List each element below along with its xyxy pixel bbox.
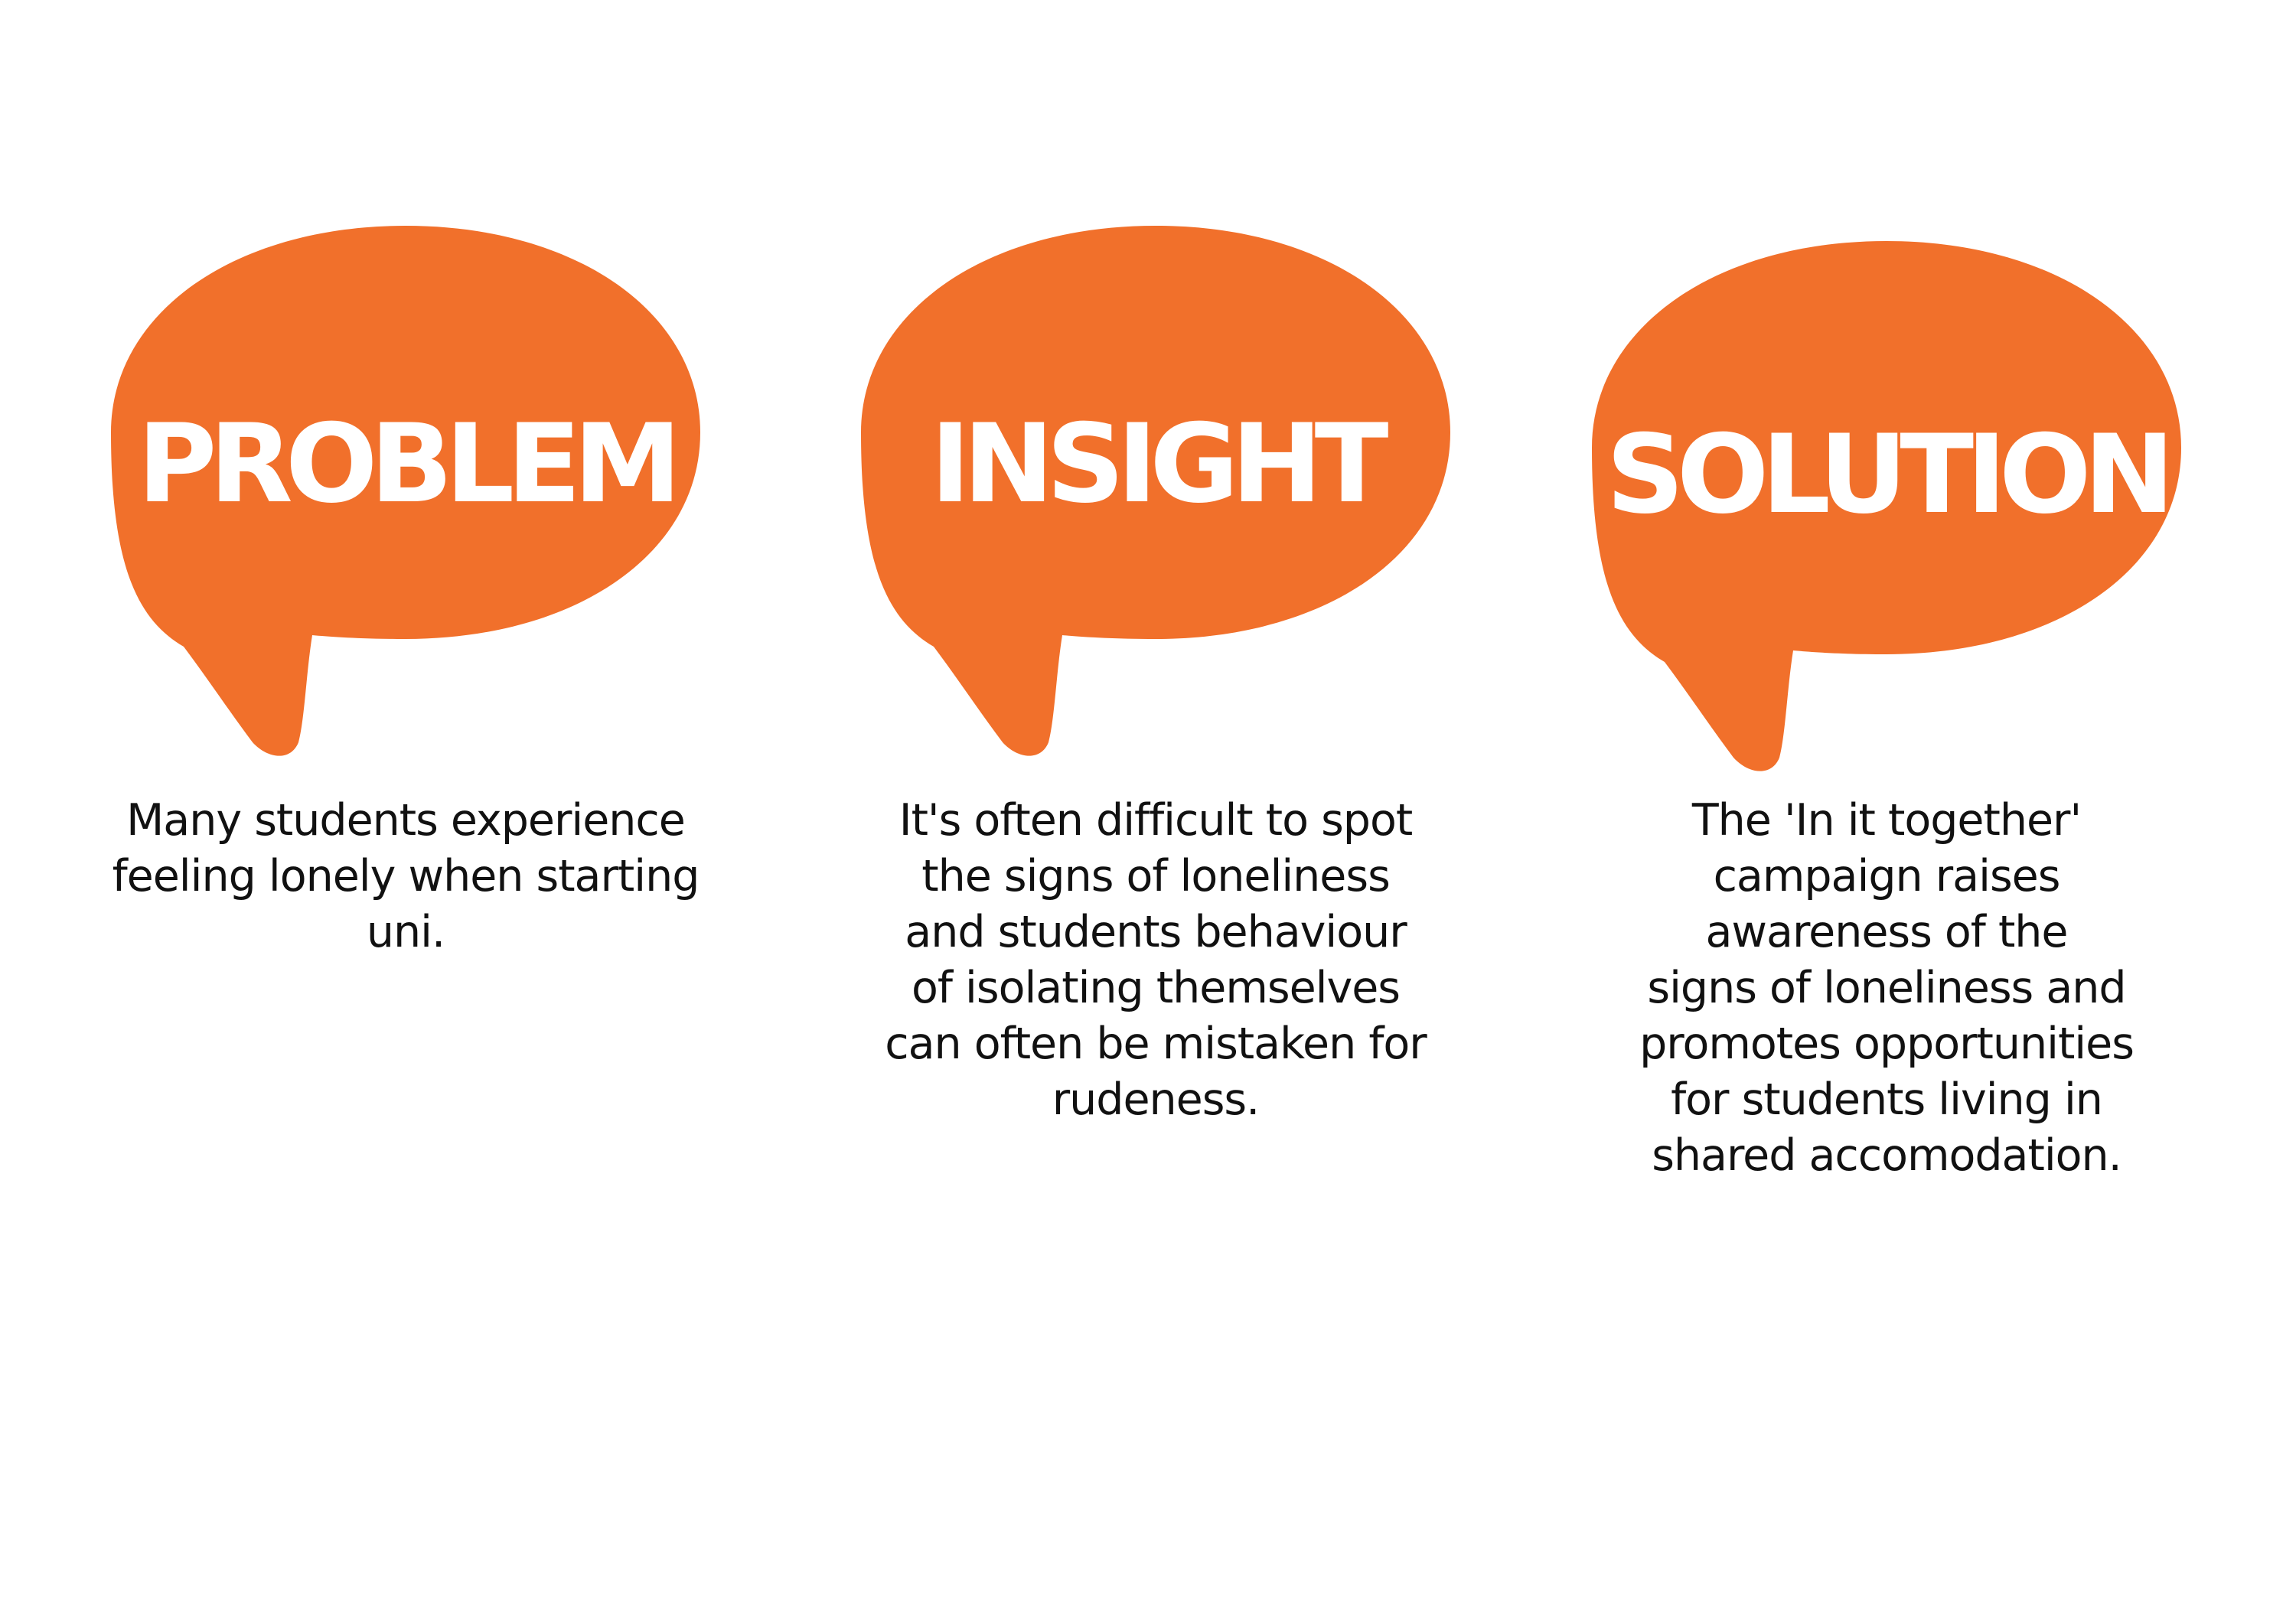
solution-description: The 'In it together' campaign raises awa… bbox=[1504, 793, 2269, 1184]
description-line: uni. bbox=[366, 907, 445, 957]
description-line: and students behaviour bbox=[905, 907, 1407, 957]
insight-description: It's often difficult to spot the signs o… bbox=[773, 793, 1538, 1128]
description-line: feeling lonely when starting bbox=[112, 851, 700, 901]
description-line: can often be mistaken for bbox=[885, 1019, 1427, 1069]
problem-heading: PROBLEM bbox=[137, 401, 681, 527]
description-line: The 'In it together' bbox=[1691, 795, 2082, 846]
description-line: promotes opportunities bbox=[1639, 1019, 2135, 1069]
speech-bubble-icon bbox=[861, 226, 1450, 756]
description-line: the signs of loneliness bbox=[921, 851, 1391, 901]
speech-bubble-icon bbox=[1592, 241, 2181, 771]
description-line: campaign raises bbox=[1713, 851, 2061, 901]
speech-bubble-solution: SOLUTION bbox=[1504, 230, 2269, 811]
description-line: It's often difficult to spot bbox=[899, 795, 1413, 846]
description-line: rudeness. bbox=[1052, 1074, 1261, 1125]
panel-solution: SOLUTION The 'In it together' campaign r… bbox=[1504, 0, 2269, 1604]
problem-description: Many students experience feeling lonely … bbox=[23, 793, 788, 960]
speech-bubble-icon bbox=[111, 226, 700, 756]
panel-insight: INSIGHT It's often difficult to spot the… bbox=[773, 0, 1538, 1604]
panel-problem: PROBLEM Many students experience feeling… bbox=[23, 0, 788, 1604]
speech-bubble-problem: PROBLEM bbox=[23, 214, 788, 796]
speech-bubble-insight: INSIGHT bbox=[773, 214, 1538, 796]
description-line: shared accomodation. bbox=[1652, 1130, 2122, 1181]
description-line: of isolating themselves bbox=[911, 963, 1401, 1013]
solution-heading: SOLUTION bbox=[1606, 412, 2175, 538]
description-line: awareness of the bbox=[1705, 907, 2068, 957]
description-line: for students living in bbox=[1671, 1074, 2103, 1125]
description-line: Many students experience bbox=[126, 795, 686, 846]
description-line: signs of loneliness and bbox=[1647, 963, 2126, 1013]
insight-heading: INSIGHT bbox=[930, 401, 1388, 527]
